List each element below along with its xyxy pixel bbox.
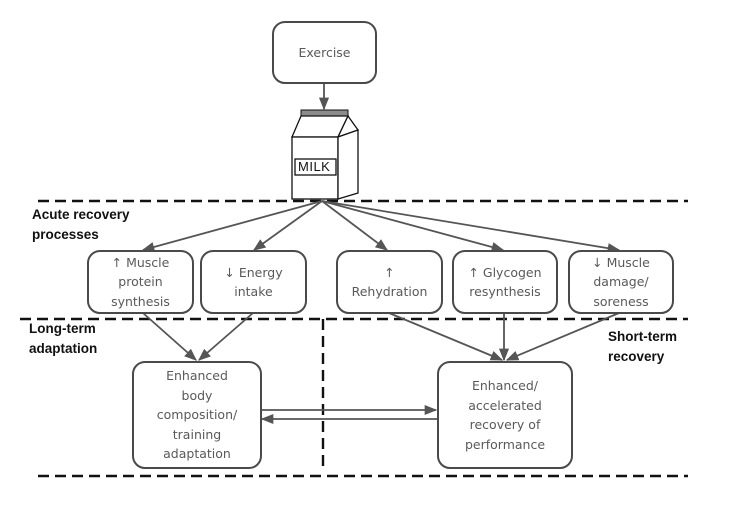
exercise-node: Exercise bbox=[272, 21, 377, 84]
zone-label-long-term: Long-term adaptation bbox=[29, 321, 98, 356]
arrow-milk-to-energy-intake bbox=[252, 200, 323, 251]
milk-carton-icon bbox=[291, 109, 360, 200]
arrow-milk-to-protein-synthesis bbox=[141, 200, 323, 252]
node-glycogen-resynthesis: ↑ Glycogen resynthesis bbox=[452, 250, 558, 314]
node-body-composition-adaptation: Enhanced body composition/ training adap… bbox=[132, 361, 262, 469]
node-label: ↓ Energy intake bbox=[224, 264, 283, 300]
node-label: ↑ Muscle protein synthesis bbox=[111, 254, 170, 309]
node-muscle-protein-synthesis: ↑ Muscle protein synthesis bbox=[87, 250, 194, 314]
arrow-protein-synthesis-to-body-comp bbox=[142, 312, 197, 361]
arrow-milk-to-muscle-damage bbox=[321, 200, 621, 254]
node-label: ↑ Glycogen resynthesis bbox=[468, 264, 542, 300]
node-label: Enhanced body composition/ training adap… bbox=[156, 368, 238, 462]
exercise-node-label: Exercise bbox=[298, 44, 351, 60]
node-rehydration: ↑ Rehydration bbox=[336, 250, 443, 314]
node-muscle-damage-soreness: ↓ Muscle damage/ soreness bbox=[568, 250, 674, 314]
arrow-milk-to-rehydration bbox=[321, 200, 389, 251]
arrow-rehydration-to-recovery bbox=[388, 312, 504, 361]
node-label: ↓ Muscle damage/ soreness bbox=[592, 254, 650, 309]
arrow-energy-intake-to-body-comp bbox=[198, 312, 254, 361]
node-label: Enhanced/ accelerated recovery of perfor… bbox=[464, 378, 546, 452]
node-recovery-of-performance: Enhanced/ accelerated recovery of perfor… bbox=[437, 361, 573, 469]
zone-label-acute-recovery: Acute recovery processes bbox=[32, 207, 130, 242]
arrow-muscle-damage-to-recovery bbox=[505, 312, 620, 361]
arrow-milk-to-glycogen bbox=[321, 200, 505, 252]
node-label: ↑ Rehydration bbox=[351, 264, 428, 300]
zone-label-short-term: Short-term recovery bbox=[608, 329, 678, 364]
milk-carton-label: MILK bbox=[298, 159, 331, 174]
node-energy-intake: ↓ Energy intake bbox=[200, 250, 307, 314]
